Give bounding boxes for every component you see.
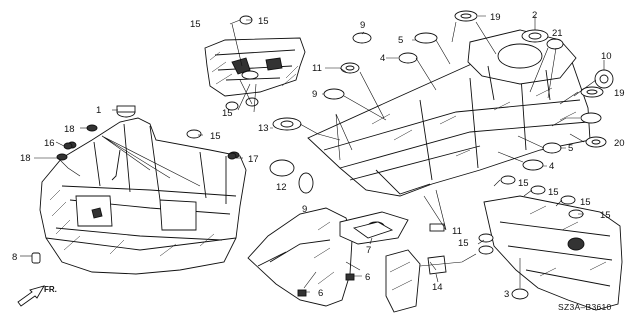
callout-15-a: 15 — [190, 19, 201, 30]
floor-panel — [307, 29, 591, 197]
front-direction-arrow: FR. — [17, 285, 57, 307]
callout-14: 14 — [432, 282, 443, 293]
callout-labels: 1 2 3 4 4 5 5 6 6 7 8 9 9 9 10 11 11 12 … — [12, 10, 625, 300]
callout-8: 8 — [12, 252, 17, 263]
callout-20: 20 — [614, 138, 625, 149]
callout-11-top: 11 — [312, 63, 322, 74]
callout-9-left: 9 — [312, 89, 317, 100]
callout-13: 13 — [258, 123, 269, 134]
callout-1: 1 — [96, 105, 101, 116]
callout-19-top: 19 — [490, 12, 501, 23]
diagram-code: SZ3A–B3610 — [558, 302, 612, 312]
callout-15-d: 15 — [210, 131, 221, 142]
callout-15-e: 15 — [518, 178, 529, 189]
callout-15-c: 15 — [222, 108, 233, 119]
callout-17: 17 — [248, 154, 259, 165]
callout-2: 2 — [532, 10, 537, 21]
engine-compartment — [39, 117, 247, 275]
front-fender — [247, 207, 353, 307]
dash-tunnel-panel — [204, 37, 306, 97]
callout-9-bottom: 9 — [302, 204, 307, 215]
callout-5-top: 5 — [398, 35, 403, 46]
callout-21: 21 — [552, 28, 563, 39]
callout-18-a: 18 — [64, 124, 75, 135]
callout-6-left: 6 — [318, 288, 323, 299]
rear-panel — [483, 195, 623, 311]
callout-10: 10 — [601, 51, 612, 62]
leader-lines — [20, 15, 605, 293]
callout-12: 12 — [276, 182, 287, 193]
callout-18-b: 18 — [20, 153, 31, 164]
callout-4-right: 4 — [549, 161, 554, 172]
callout-5-right: 5 — [568, 143, 573, 154]
callout-4-top: 4 — [380, 53, 385, 64]
callout-16: 16 — [44, 138, 55, 149]
callout-15-h: 15 — [600, 210, 611, 221]
direction-label: FR. — [44, 285, 57, 294]
callout-19-right: 19 — [614, 88, 625, 99]
callout-9-top: 9 — [360, 20, 365, 31]
callout-3: 3 — [504, 289, 509, 300]
callout-7: 7 — [366, 245, 371, 256]
callout-11-bottom: 11 — [452, 226, 462, 237]
grommet-parts — [31, 10, 614, 300]
callout-15-g: 15 — [580, 197, 591, 208]
callout-15-b: 15 — [258, 16, 269, 27]
callout-15-i: 15 — [458, 238, 469, 249]
callout-6-right: 6 — [365, 272, 370, 283]
callout-15-f: 15 — [548, 187, 559, 198]
